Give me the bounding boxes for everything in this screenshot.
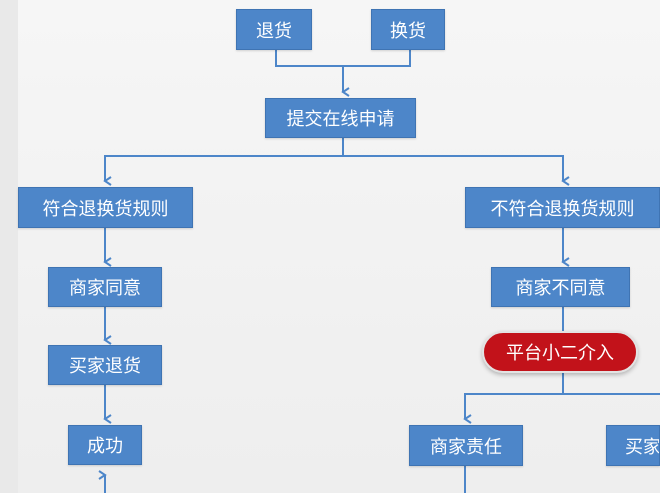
- node-submit-online-application: 提交在线申请: [265, 98, 416, 138]
- node-merchant-disagrees: 商家不同意: [491, 267, 630, 307]
- node-success: 成功: [68, 425, 142, 465]
- node-platform-staff-intervenes: 平台小二介入: [482, 331, 638, 373]
- arrow-to-not-meets-rules: [343, 155, 570, 186]
- node-not-meets-return-rules: 不符合退换货规则: [465, 187, 660, 228]
- node-buyer-responsibility: 买家: [606, 425, 660, 466]
- merge-connector: [275, 50, 411, 67]
- node-merchant-agrees: 商家同意: [48, 267, 162, 307]
- arrow-to-merchant-responsibility: [463, 371, 564, 424]
- node-merchant-responsibility: 商家责任: [409, 425, 523, 466]
- diagram-canvas: [18, 0, 660, 493]
- node-exchange-goods: 换货: [371, 9, 445, 50]
- node-return-goods: 退货: [236, 9, 312, 50]
- node-meets-return-rules: 符合退换货规则: [18, 187, 193, 228]
- node-buyer-returns-goods: 买家退货: [48, 345, 162, 385]
- arrow-to-meets-rules: [103, 138, 344, 186]
